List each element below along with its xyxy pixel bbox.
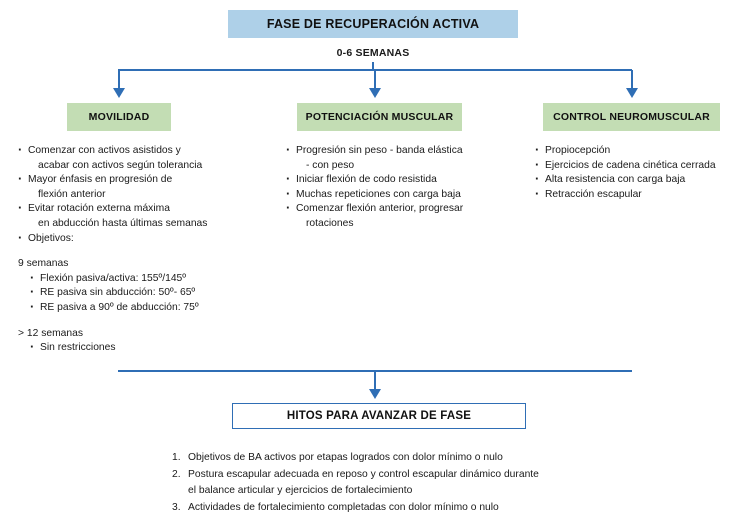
column-content-control-neuromuscular: Propiocepción Ejercicios de cadena cinét…	[535, 143, 750, 203]
list-item-continuation: en abducción hasta últimas semanas	[38, 217, 208, 229]
arrow-down-icon-right	[626, 88, 638, 98]
subgroup-list: Sin restricciones	[18, 340, 273, 356]
list-item: Flexión pasiva/activa: 155º/145º	[30, 271, 273, 287]
subgroup-12-semanas: > 12 semanas Sin restricciones	[18, 327, 273, 356]
list-item-continuation: acabar con activos según tolerancia	[38, 159, 203, 171]
arrow-down-icon-middle	[369, 88, 381, 98]
list-item-text: Iniciar flexión de codo resistida	[296, 174, 437, 186]
list-item-text: Evitar rotación externa máxima	[28, 203, 170, 215]
column-content-movilidad: Comenzar con activos asistidos y acabar …	[18, 143, 273, 356]
phase-title-box: FASE DE RECUPERACIÓN ACTIVA	[228, 10, 518, 38]
subgroup-title: 9 semanas	[18, 258, 69, 270]
list-item-number: 3.	[172, 501, 181, 513]
bullet-list: Progresión sin peso - banda elástica - c…	[286, 143, 531, 232]
category-label-control-neuromuscular: CONTROL NEUROMUSCULAR	[553, 111, 710, 123]
list-item-text: Postura escapular adecuada en reposo y c…	[188, 468, 539, 480]
category-box-movilidad: MOVILIDAD	[67, 103, 171, 131]
category-label-potenciacion-muscular: POTENCIACIÓN MUSCULAR	[305, 111, 454, 123]
list-item: Alta resistencia con carga baja	[535, 172, 750, 188]
list-item: 2. Postura escapular adecuada en reposo …	[172, 467, 642, 500]
category-label-movilidad: MOVILIDAD	[88, 111, 150, 123]
list-item: Objetivos:	[18, 231, 273, 247]
milestones-title-text: HITOS PARA AVANZAR DE FASE	[286, 410, 472, 422]
list-item-number: 2.	[172, 468, 181, 480]
list-item: Muchas repeticiones con carga baja	[286, 187, 531, 203]
phase-duration-label: 0-6 SEMANAS	[336, 47, 410, 59]
list-item-text: Comenzar con activos asistidos y	[28, 145, 181, 156]
connector-drop-left	[118, 70, 120, 90]
subgroup-9-semanas: 9 semanas Flexión pasiva/activa: 155º/14…	[18, 257, 273, 315]
list-item: Iniciar flexión de codo resistida	[286, 172, 531, 188]
list-item-continuation: - con peso	[306, 159, 355, 171]
list-item-continuation: flexión anterior	[38, 188, 106, 200]
list-item-text: Progresión sin peso - banda elástica	[296, 145, 463, 156]
category-box-potenciacion-muscular: POTENCIACIÓN MUSCULAR	[297, 103, 462, 131]
list-item: RE pasiva a 90º de abducción: 75º	[30, 300, 273, 316]
list-item-number: 1.	[172, 452, 181, 463]
list-item-continuation: rotaciones	[306, 217, 354, 229]
list-item: Retracción escapular	[535, 187, 750, 203]
list-item: 1. Objetivos de BA activos por etapas lo…	[172, 450, 642, 467]
list-item: Progresión sin peso - banda elástica - c…	[286, 143, 531, 173]
arrow-down-icon-left	[113, 88, 125, 98]
connector-drop-middle	[374, 70, 376, 90]
column-content-potenciacion-muscular: Progresión sin peso - banda elástica - c…	[286, 143, 531, 232]
subgroup-list: Flexión pasiva/activa: 155º/145º RE pasi…	[18, 271, 273, 316]
list-item: Comenzar con activos asistidos y acabar …	[18, 143, 273, 173]
list-item-continuation: el balance articular y ejercicios de for…	[188, 485, 413, 496]
list-item-text: Muchas repeticiones con carga baja	[296, 188, 461, 200]
subgroup-title: > 12 semanas	[18, 327, 83, 339]
connector-vertical-top	[372, 62, 374, 70]
list-item-text: Comenzar flexión anterior, progresar	[296, 203, 464, 215]
list-item: Propiocepción	[535, 143, 750, 159]
list-item-text: Objetivos de BA activos por etapas logra…	[188, 452, 503, 463]
category-box-control-neuromuscular: CONTROL NEUROMUSCULAR	[543, 103, 720, 131]
arrow-down-icon-bottom	[369, 389, 381, 399]
bullet-list: Comenzar con activos asistidos y acabar …	[18, 143, 273, 247]
numbered-list: 1. Objetivos de BA activos por etapas lo…	[172, 450, 642, 516]
list-item: Comenzar flexión anterior, progresar rot…	[286, 201, 531, 231]
connector-drop-right	[631, 70, 633, 90]
list-item: Sin restricciones	[30, 340, 273, 356]
list-item-text: Mayor énfasis en progresión de	[28, 174, 173, 186]
milestones-title-box: HITOS PARA AVANZAR DE FASE	[232, 403, 526, 429]
list-item: Ejercicios de cadena cinética cerrada	[535, 158, 750, 174]
list-item-text: Objetivos:	[28, 232, 74, 244]
connector-drop-bottom	[374, 371, 376, 392]
milestones-list-container: 1. Objetivos de BA activos por etapas lo…	[172, 450, 642, 516]
bullet-list: Propiocepción Ejercicios de cadena cinét…	[535, 143, 750, 203]
list-item: 3. Actividades de fortalecimiento comple…	[172, 500, 642, 517]
list-item: Mayor énfasis en progresión de flexión a…	[18, 172, 273, 202]
phase-title-text: FASE DE RECUPERACIÓN ACTIVA	[266, 17, 480, 31]
list-item: RE pasiva sin abducción: 50º- 65º	[30, 285, 273, 301]
list-item-text: Actividades de fortalecimiento completad…	[188, 501, 499, 513]
list-item: Evitar rotación externa máxima en abducc…	[18, 201, 273, 231]
